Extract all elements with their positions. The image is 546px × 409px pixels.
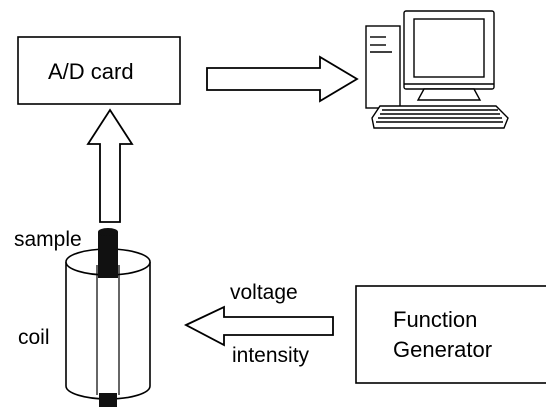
arrow-to-computer [206, 55, 359, 103]
ad-card-box [17, 36, 181, 105]
ad-card-label: A/D card [48, 59, 134, 84]
arrow-to-coil [183, 305, 334, 347]
function-generator-label-line1: Function [393, 307, 478, 332]
sample-rod [98, 232, 118, 278]
coil-label: coil [18, 326, 50, 349]
desktop-computer-icon [365, 10, 509, 129]
coil-assembly [65, 228, 151, 407]
function-generator-box [355, 285, 546, 384]
intensity-label: intensity [232, 344, 310, 367]
voltage-label: voltage [230, 281, 298, 304]
sample-label: sample [14, 228, 82, 251]
coil-cylinder [65, 262, 151, 400]
function-generator-label-line2: Generator [393, 337, 493, 362]
arrow-to-ad-card [86, 108, 134, 223]
